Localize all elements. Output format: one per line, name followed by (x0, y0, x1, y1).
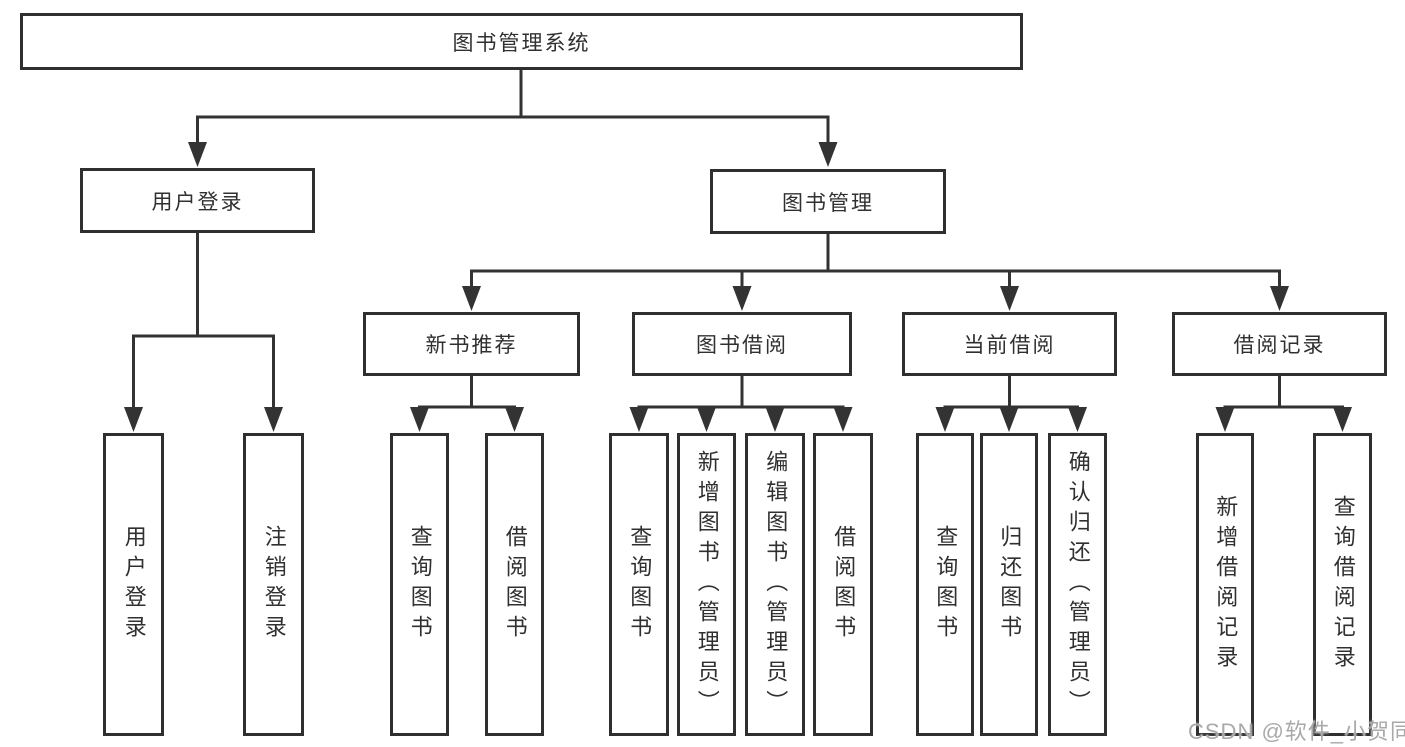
csdn-watermark: CSDN @软件_小贺同学 (1188, 719, 1405, 744)
leaf-query-books-recommend: 查询图书 (390, 433, 449, 736)
leaf-add-books-admin: 新增图书（管理员） (677, 433, 736, 736)
leaf-add-borrow-record: 新增借阅记录 (1196, 433, 1254, 736)
node-user-login: 用户登录 (80, 168, 315, 233)
leaf-edit-books-admin: 编辑图书（管理员） (745, 433, 805, 736)
leaf-query-borrow-record: 查询借阅记录 (1313, 433, 1372, 736)
node-borrow-records: 借阅记录 (1172, 312, 1387, 376)
leaf-user-login: 用户登录 (103, 433, 164, 736)
leaf-return-books: 归还图书 (980, 433, 1038, 736)
leaf-logout-login: 注销登录 (243, 433, 304, 736)
node-new-book-recommend: 新书推荐 (363, 312, 580, 376)
node-current-borrow: 当前借阅 (902, 312, 1117, 376)
leaf-borrow-books-recommend: 借阅图书 (485, 433, 544, 736)
leaf-query-books-current: 查询图书 (916, 433, 974, 736)
leaf-confirm-return-admin: 确认归还（管理员） (1048, 433, 1107, 736)
leaf-query-books-borrow: 查询图书 (609, 433, 669, 736)
node-root-library-system: 图书管理系统 (20, 13, 1023, 70)
node-book-borrow: 图书借阅 (632, 312, 852, 376)
node-book-management: 图书管理 (710, 169, 946, 234)
leaf-borrow-books-borrow: 借阅图书 (813, 433, 873, 736)
